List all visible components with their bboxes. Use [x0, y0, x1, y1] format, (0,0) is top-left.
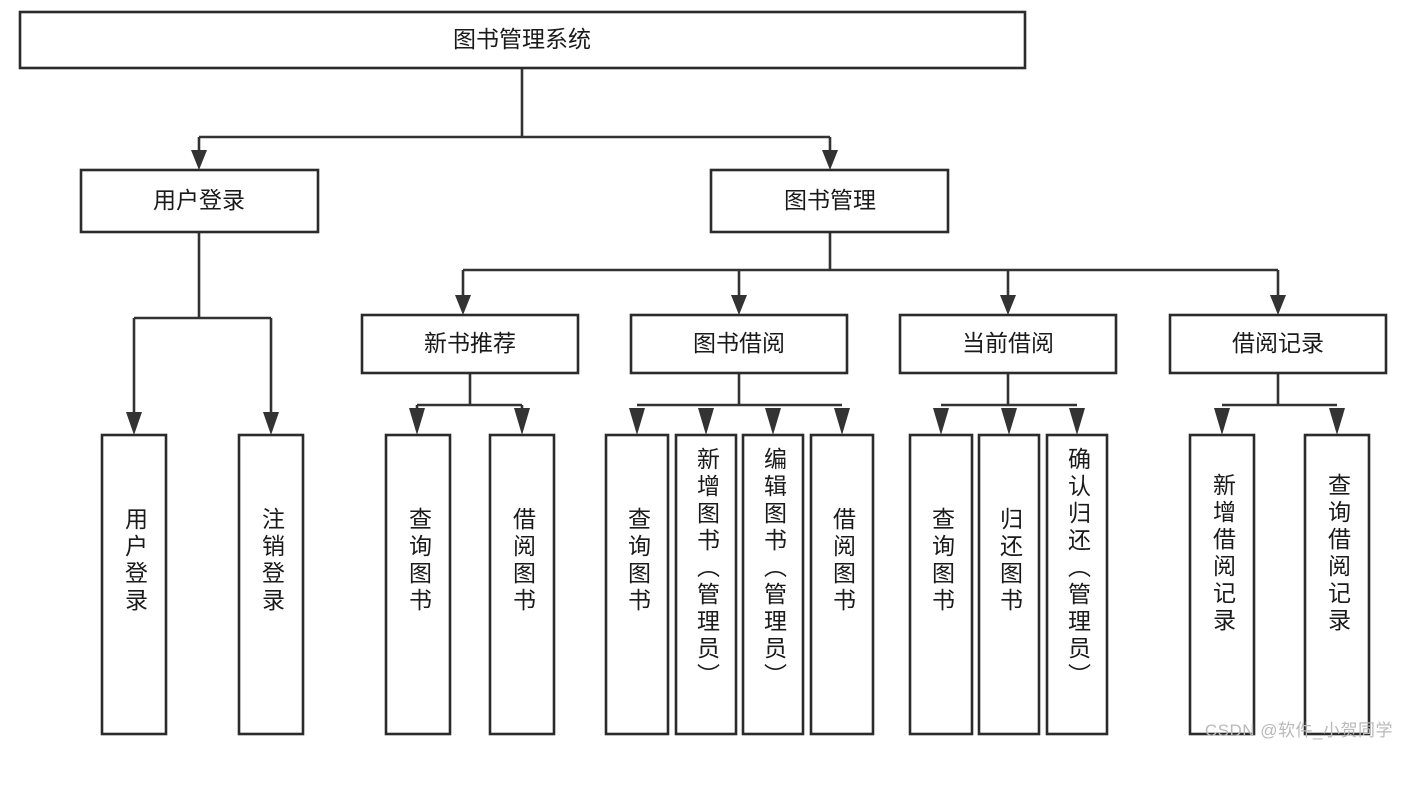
leaf-box-user-login-1[interactable] [100, 433, 168, 736]
node-book-management[interactable]: 图书管理 [709, 168, 950, 234]
node-book-management-label: 图书管理 [784, 187, 876, 213]
diagram-canvas: 图书管理系统 用户登录 图书管理 新书推荐 图书借阅 当前借阅 借阅记录 [18, 10, 1393, 740]
arrow-root-to-userlogin [191, 150, 207, 170]
node-book-borrow[interactable]: 图书借阅 [629, 313, 849, 375]
node-book-borrow-label: 图书借阅 [693, 330, 785, 356]
arrow-userlogin-leaf-1 [126, 412, 142, 435]
arrow-bookmgmt-child-1 [455, 295, 471, 315]
arrow-current-leaf-2 [1001, 408, 1017, 435]
leaf-box-book-borrow-4[interactable] [809, 433, 875, 736]
arrow-borrow-leaf-4 [834, 408, 850, 435]
node-borrow-record-label: 借阅记录 [1232, 330, 1324, 356]
arrow-record-leaf-2 [1329, 408, 1345, 435]
node-root[interactable]: 图书管理系统 [18, 10, 1027, 70]
arrow-bookmgmt-child-2 [731, 295, 747, 315]
node-new-book-recommend-box[interactable] [360, 313, 580, 375]
arrow-current-leaf-3 [1069, 408, 1085, 435]
node-new-book-recommend[interactable]: 新书推荐 [360, 313, 580, 375]
node-current-borrow[interactable]: 当前借阅 [898, 313, 1118, 375]
arrow-current-leaf-1 [933, 408, 949, 435]
node-user-login-label: 用户登录 [153, 187, 245, 213]
watermark: CSDN @软件_小贺同学 [1204, 721, 1393, 740]
node-current-borrow-label: 当前借阅 [962, 330, 1054, 356]
node-new-book-recommend-label: 新书推荐 [424, 330, 516, 356]
node-book-management-box[interactable] [709, 168, 950, 234]
arrow-bookmgmt-child-4 [1270, 295, 1286, 315]
leaf-box-current-borrow-3[interactable] [1045, 433, 1109, 736]
leaf-box-new-book-2[interactable] [488, 433, 556, 736]
node-book-borrow-box[interactable] [629, 313, 849, 375]
node-root-box[interactable] [18, 10, 1027, 70]
arrow-record-leaf-1 [1214, 408, 1230, 435]
node-borrow-record[interactable]: 借阅记录 [1168, 313, 1388, 375]
leaf-box-borrow-record-2[interactable] [1303, 433, 1371, 736]
leaf-box-borrow-record-1[interactable] [1188, 433, 1256, 736]
arrow-borrow-leaf-1 [629, 408, 645, 435]
leaf-box-book-borrow-1[interactable] [604, 433, 670, 736]
node-borrow-record-box[interactable] [1168, 313, 1388, 375]
arrow-newbook-leaf-2 [514, 408, 530, 435]
node-root-label: 图书管理系统 [453, 26, 591, 52]
flowchart-svg: 图书管理系统 用户登录 图书管理 新书推荐 图书借阅 当前借阅 借阅记录 [18, 10, 1388, 736]
leaf-box-new-book-1[interactable] [384, 433, 452, 736]
leaf-box-book-borrow-2[interactable] [674, 433, 738, 736]
arrow-borrow-leaf-3 [765, 408, 781, 435]
connectors [126, 68, 1345, 435]
leaf-box-user-login-2[interactable] [237, 433, 305, 736]
arrow-root-to-bookmgmt [822, 150, 838, 170]
node-user-login[interactable]: 用户登录 [79, 168, 320, 234]
node-current-borrow-box[interactable] [898, 313, 1118, 375]
arrow-bookmgmt-child-3 [1000, 295, 1016, 315]
leaf-box-current-borrow-2[interactable] [977, 433, 1041, 736]
arrow-userlogin-leaf-2 [263, 412, 279, 435]
leaf-box-current-borrow-1[interactable] [908, 433, 974, 736]
arrow-borrow-leaf-2 [698, 408, 714, 435]
leaf-box-book-borrow-3[interactable] [741, 433, 805, 736]
leaf-boxes [100, 433, 1371, 736]
node-user-login-box[interactable] [79, 168, 320, 234]
arrow-newbook-leaf-1 [409, 408, 425, 435]
